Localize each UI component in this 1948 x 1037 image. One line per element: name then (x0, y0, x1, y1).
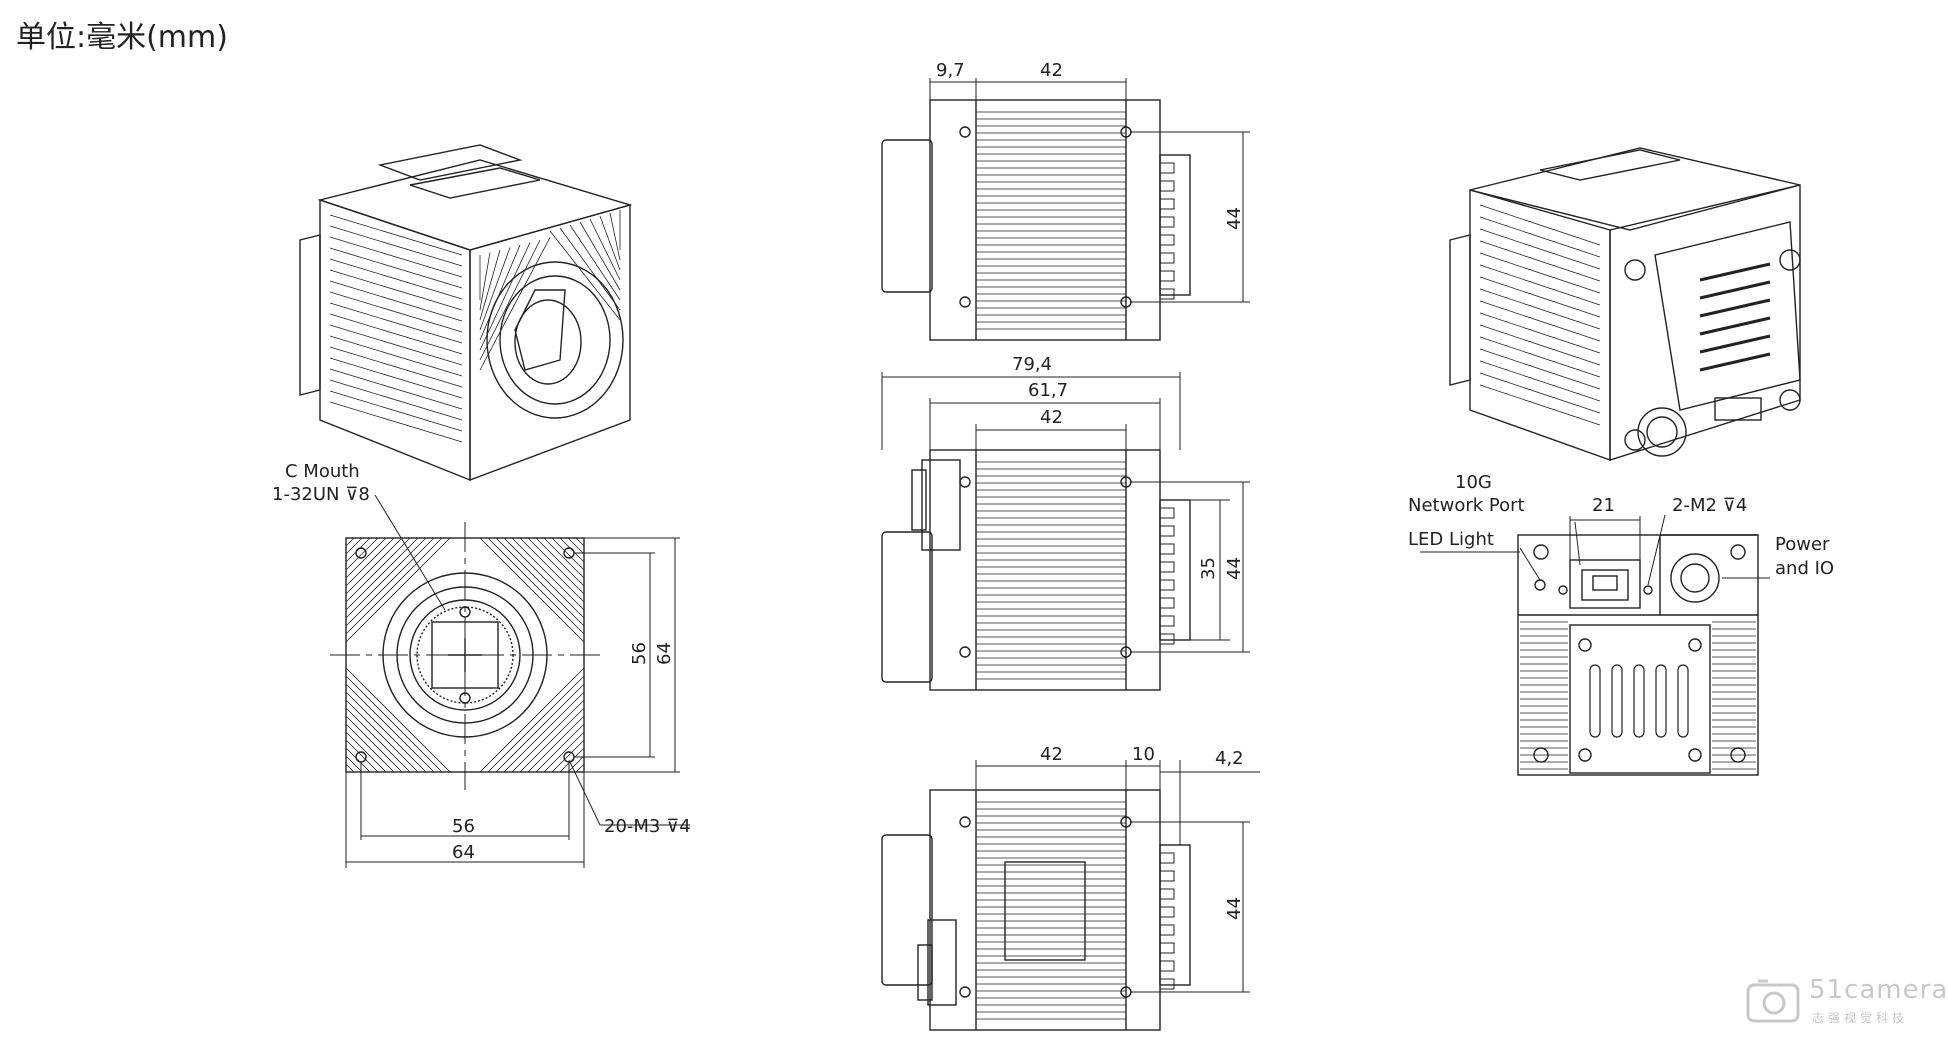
dim-44-top: 44 (1224, 207, 1245, 230)
dim-79-4: 79,4 (1012, 354, 1052, 375)
dim-42-bottom: 42 (1040, 744, 1063, 765)
dim-21: 21 (1592, 495, 1615, 516)
watermark-sub: 志强视觉科技 (1812, 1011, 1909, 1025)
dim-10: 10 (1132, 744, 1155, 765)
dim-44-bottom: 44 (1224, 897, 1245, 920)
dim-56-horizontal: 56 (452, 816, 475, 837)
iso-rear-view (1449, 147, 1801, 461)
screw-note: 20-M3 ⊽4 (604, 816, 691, 837)
led-light-label: LED Light (1408, 529, 1494, 550)
m2-note: 2-M2 ⊽4 (1672, 495, 1747, 516)
power-io-label-2: and IO (1775, 558, 1834, 579)
thread-label-2: 1-32UN ⊽8 (272, 484, 370, 505)
dim-64-vertical: 64 (654, 642, 675, 665)
dim-44-mid: 44 (1224, 557, 1245, 580)
watermark-brand: 51camera (1809, 975, 1948, 1005)
rear-view (1420, 514, 1770, 776)
dim-61-7: 61,7 (1028, 380, 1068, 401)
watermark-logo: 51camera 志强视觉科技 (1744, 975, 1947, 1031)
side-view-middle (881, 372, 1250, 691)
front-view (330, 494, 690, 868)
dim-42-top: 42 (1040, 60, 1063, 81)
unit-label: 单位:毫米(mm) (16, 20, 228, 55)
dim-35: 35 (1198, 557, 1219, 580)
camera-logo-icon (1746, 979, 1800, 1023)
dim-64-horizontal: 64 (452, 842, 475, 863)
dim-56-vertical: 56 (629, 642, 650, 665)
network-port-label-2: Network Port (1408, 495, 1525, 516)
network-port-label-1: 10G (1455, 472, 1492, 493)
side-view-top (881, 78, 1250, 341)
iso-front-view (299, 144, 633, 482)
dim-42-mid: 42 (1040, 407, 1063, 428)
power-io-label-1: Power (1775, 534, 1830, 555)
dim-4-2: 4,2 (1215, 748, 1244, 769)
dim-9-7: 9,7 (936, 60, 965, 81)
side-view-bottom (881, 760, 1260, 1031)
thread-label-1: C Mouth (285, 461, 360, 482)
